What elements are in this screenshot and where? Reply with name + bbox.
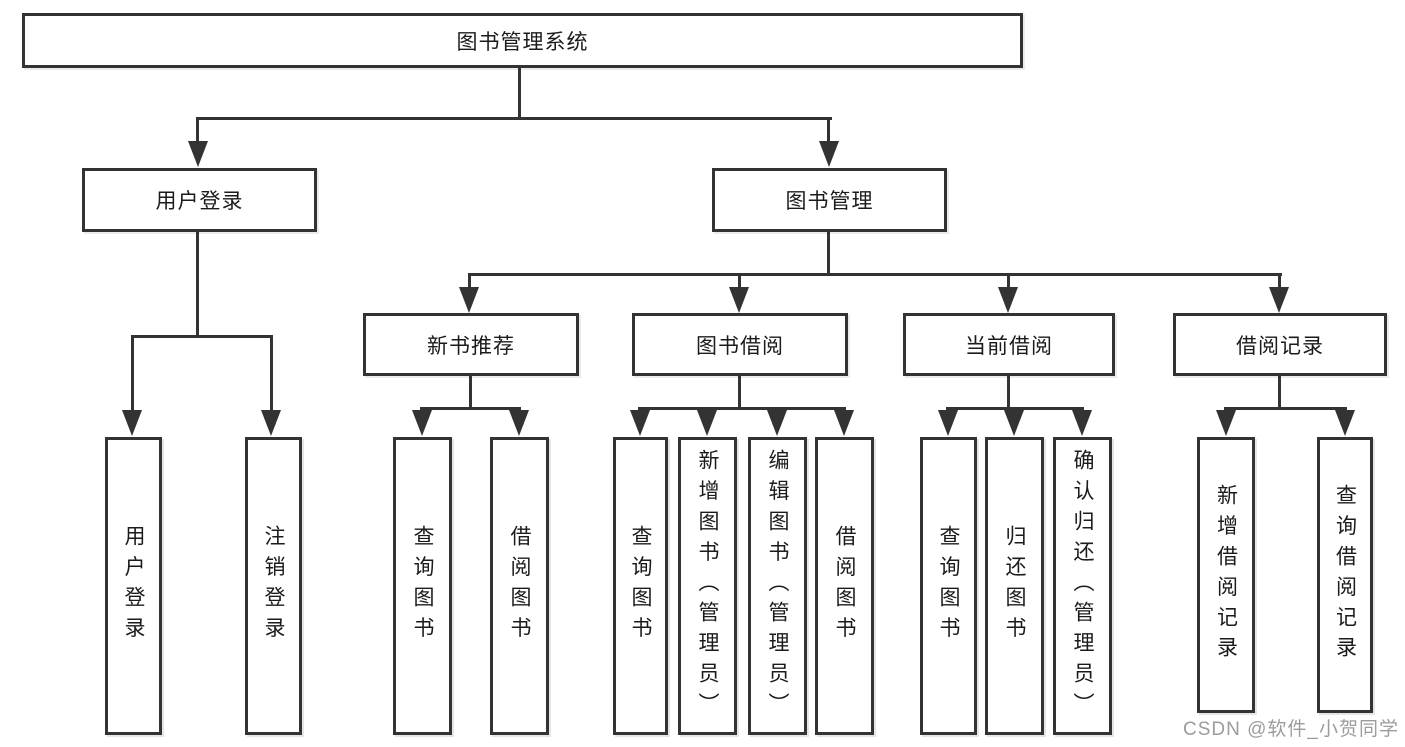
leaf-bb-add-book-admin-label: 新增图书（管理员） xyxy=(696,448,720,724)
leaf-cb-return-book-label: 归还图书 xyxy=(1003,525,1027,647)
arrowhead-g1-child2 xyxy=(767,410,787,436)
connector-stem-current xyxy=(1007,273,1010,291)
node-book-mgmt-label: 图书管理 xyxy=(785,190,874,213)
node-book-mgmt: 图书管理 xyxy=(712,168,947,232)
leaf-cb-return-book: 归还图书 xyxy=(985,437,1044,735)
arrowhead-g1-child3 xyxy=(834,410,854,436)
connector-stem-book-mgmt xyxy=(827,117,830,145)
leaf-cb-confirm-return-admin: 确认归还（管理员） xyxy=(1053,437,1112,735)
arrowhead-g2-child0 xyxy=(938,410,958,436)
connector-stem-login-leaf xyxy=(131,335,134,414)
leaf-br-query-record: 查询借阅记录 xyxy=(1317,437,1373,713)
arrowhead-to-records xyxy=(1269,287,1289,313)
arrowhead-g1-child0 xyxy=(630,410,650,436)
leaf-logout: 注销登录 xyxy=(245,437,302,735)
leaf-user-login: 用户登录 xyxy=(105,437,162,735)
arrowhead-to-new-books xyxy=(459,287,479,313)
arrowhead-to-user-login xyxy=(188,141,208,167)
leaf-br-query-record-label: 查询借阅记录 xyxy=(1333,483,1357,667)
leaf-bb-edit-book-admin-label: 编辑图书（管理员） xyxy=(766,448,790,724)
connector-bookmgmt-vertical xyxy=(827,232,830,276)
connector-root-horizontal xyxy=(196,117,832,120)
connector-g0-horizontal xyxy=(420,407,521,410)
arrowhead-to-login-leaf xyxy=(122,410,142,436)
connector-g2-vertical xyxy=(1007,375,1010,410)
leaf-bb-borrow-book-label: 借阅图书 xyxy=(833,525,857,647)
leaf-bb-edit-book-admin: 编辑图书（管理员） xyxy=(748,437,807,735)
arrowhead-g0-child1 xyxy=(509,410,529,436)
leaf-bb-add-book-admin: 新增图书（管理员） xyxy=(678,437,737,735)
connector-stem-logout-leaf xyxy=(270,335,273,414)
node-root-system: 图书管理系统 xyxy=(22,13,1023,68)
leaf-nb-borrow-book: 借阅图书 xyxy=(490,437,549,735)
connector-stem-borrowing xyxy=(738,273,741,291)
leaf-br-add-record-label: 新增借阅记录 xyxy=(1214,483,1238,667)
leaf-cb-query-book-label: 查询图书 xyxy=(937,525,961,647)
arrowhead-g2-child1 xyxy=(1004,410,1024,436)
arrowhead-g1-child1 xyxy=(697,410,717,436)
node-book-borrowing: 图书借阅 xyxy=(632,313,848,376)
node-user-login: 用户登录 xyxy=(82,168,317,232)
arrowhead-g0-child0 xyxy=(412,410,432,436)
connector-stem-new-books xyxy=(468,273,471,291)
node-current-borrowing: 当前借阅 xyxy=(903,313,1115,376)
leaf-bb-query-book: 查询图书 xyxy=(613,437,668,735)
connector-stem-records xyxy=(1278,273,1281,291)
arrowhead-g2-child2 xyxy=(1072,410,1092,436)
arrowhead-to-book-mgmt xyxy=(819,141,839,167)
node-book-borrowing-label: 图书借阅 xyxy=(696,334,784,358)
arrowhead-g3-child1 xyxy=(1335,410,1355,436)
arrowhead-to-logout-leaf xyxy=(261,410,281,436)
connector-root-vertical xyxy=(518,66,521,119)
leaf-bb-query-book-label: 查询图书 xyxy=(629,525,653,647)
arrowhead-to-current xyxy=(998,287,1018,313)
arrowhead-g3-child0 xyxy=(1216,410,1236,436)
leaf-cb-confirm-return-admin-label: 确认归还（管理员） xyxy=(1071,448,1095,724)
node-borrow-records-label: 借阅记录 xyxy=(1236,334,1324,358)
leaf-logout-label: 注销登录 xyxy=(262,525,286,647)
node-current-borrowing-label: 当前借阅 xyxy=(965,334,1053,358)
connector-g3-horizontal xyxy=(1224,407,1347,410)
leaf-cb-query-book: 查询图书 xyxy=(920,437,977,735)
leaf-nb-query-book-label: 查询图书 xyxy=(411,525,435,647)
arrowhead-to-borrowing xyxy=(729,287,749,313)
leaf-bb-borrow-book: 借阅图书 xyxy=(815,437,874,735)
connector-g1-horizontal xyxy=(638,407,846,410)
leaf-user-login-label: 用户登录 xyxy=(122,525,146,647)
connector-g3-vertical xyxy=(1278,375,1281,410)
leaf-br-add-record: 新增借阅记录 xyxy=(1197,437,1255,713)
connector-bookmgmt-horizontal xyxy=(468,273,1282,276)
connector-userlogin-horizontal xyxy=(131,335,273,338)
leaf-nb-query-book: 查询图书 xyxy=(393,437,452,735)
csdn-watermark: CSDN @软件_小贺同学 xyxy=(1183,719,1399,740)
node-borrow-records: 借阅记录 xyxy=(1173,313,1387,376)
connector-stem-user-login xyxy=(196,117,199,145)
connector-g1-vertical xyxy=(738,375,741,410)
node-user-login-label: 用户登录 xyxy=(155,190,244,213)
connector-g2-horizontal xyxy=(946,407,1084,410)
leaf-nb-borrow-book-label: 借阅图书 xyxy=(508,525,532,647)
node-root-label: 图书管理系统 xyxy=(456,30,589,54)
connector-g0-vertical xyxy=(469,375,472,410)
connector-userlogin-vertical xyxy=(196,231,199,338)
node-new-book-recommend-label: 新书推荐 xyxy=(427,334,515,358)
node-new-book-recommend: 新书推荐 xyxy=(363,313,579,376)
